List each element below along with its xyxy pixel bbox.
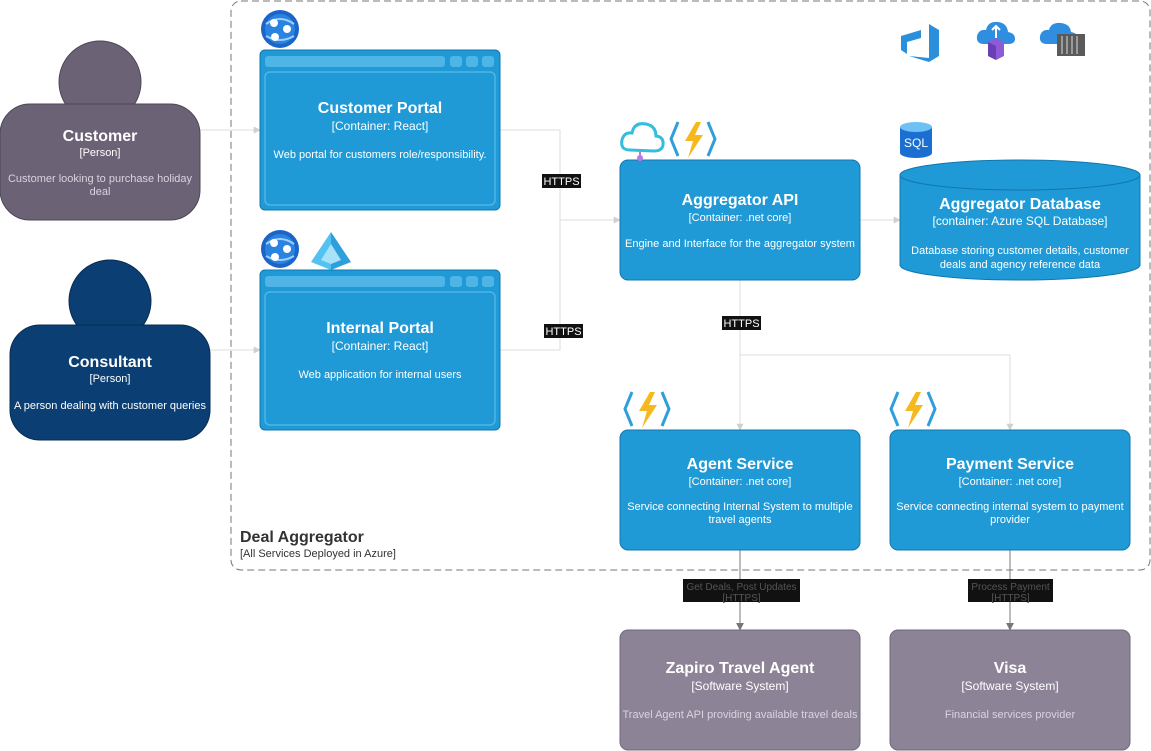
customer-portal-description: Web portal for customers role/responsibi… [274,149,487,161]
payment-service-type: [Container: .net core] [959,476,1062,488]
process-payment-label: Process Payment [HTTPS] [968,579,1053,604]
customer-name: Customer [63,128,138,145]
azure-devops-icon [901,24,939,62]
agent-service-description-line-1: Service connecting Internal System to mu… [627,501,853,513]
internal-portal-type: [Container: React] [332,339,429,353]
https-label-2: HTTPS [544,324,583,338]
visa-type: [Software System] [961,679,1058,693]
browser-button [450,276,462,287]
browser-address-bar [265,56,445,67]
function-app-icon [889,391,937,428]
get-deals-label-text: Get Deals, Post Updates [686,582,796,593]
aggregator-database-container[interactable]: Aggregator Database [container: Azure SQ… [899,159,1141,281]
zapiro-type: [Software System] [691,679,788,693]
internal-portal-description: Web application for internal users [298,369,462,381]
consultant-description: A person dealing with customer queries [14,400,206,412]
browser-button [466,56,478,67]
zapiro-name: Zapiro Travel Agent [666,660,815,677]
function-app-icon [669,121,717,158]
browser-viewport [264,291,496,426]
aggregator-database-name: Aggregator Database [939,196,1101,213]
customer-portal-name: Customer Portal [318,100,442,117]
internal-portal-name: Internal Portal [326,320,434,337]
web-app-icon [261,10,299,48]
payment-service-description-line-2: provider [990,514,1030,526]
consultant-type: [Person] [90,373,131,385]
customer-portal-container[interactable]: Customer Portal [Container: React] Web p… [259,49,501,211]
browser-button [450,56,462,67]
aggregator-database-description-line-2: deals and agency reference data [940,259,1101,271]
https-label-text: HTTPS [543,176,579,188]
customer-person[interactable]: Customer [Person] Customer looking to pu… [0,40,201,221]
aggregator-database-type: [container: Azure SQL Database] [933,214,1108,228]
customer-description-line-1: Customer looking to purchase holiday [8,173,193,185]
browser-button [466,276,478,287]
boundary-title: Deal Aggregator [240,529,364,546]
payment-service-name: Payment Service [946,456,1074,473]
boundary-subtitle: [All Services Deployed in Azure] [240,548,396,560]
azure-ad-icon [311,232,351,270]
aggregator-api-description: Engine and Interface for the aggregator … [625,238,855,250]
aggregator-api-type: [Container: .net core] [689,212,792,224]
aggregator-api-name: Aggregator API [682,192,799,209]
zapiro-travel-agent-system[interactable]: Zapiro Travel Agent [Software System] Tr… [619,629,861,751]
get-deals-label: Get Deals, Post Updates [HTTPS] [683,579,800,604]
container-instances-icon [1039,22,1085,56]
consultant-name: Consultant [68,354,152,371]
https-label-3: HTTPS [722,316,761,330]
zapiro-description: Travel Agent API providing available tra… [622,709,858,721]
function-app-icon [623,391,671,428]
browser-address-bar [265,276,445,287]
aggregator-database-description-line-1: Database storing customer details, custo… [911,245,1129,257]
browser-button [482,276,494,287]
aggregator-api-container[interactable]: Aggregator API [Container: .net core] En… [619,159,861,281]
browser-viewport [264,71,496,206]
agent-service-container[interactable]: Agent Service [Container: .net core] Ser… [619,429,861,551]
web-app-icon [261,230,299,268]
internal-portal-to-api-connector [500,220,561,351]
https-label-text: HTTPS [545,326,581,338]
connectors [200,126,1014,431]
https-label-1: HTTPS [542,174,581,188]
sql-database-icon: SQL [900,122,932,158]
payment-service-container[interactable]: Payment Service [Container: .net core] S… [889,429,1131,551]
get-deals-protocol-text: [HTTPS] [722,593,761,604]
customer-description-line-2: deal [90,186,111,198]
agent-service-description-line-2: travel agents [709,514,772,526]
api-to-payment-service-connector [740,354,1014,431]
browser-button [482,56,494,67]
customer-type: [Person] [80,147,121,159]
logic-app-icon [620,122,665,161]
process-payment-label-text: Process Payment [971,582,1050,593]
deal-aggregator-boundary: Deal Aggregator [All Services Deployed i… [230,0,1151,571]
process-payment-protocol-text: [HTTPS] [991,593,1030,604]
visa-name: Visa [994,660,1027,677]
visa-description: Financial services provider [945,709,1076,721]
internal-portal-container[interactable]: Internal Portal [Container: React] Web a… [259,269,501,431]
container-registry-icon [976,21,1015,60]
sql-icon-text: SQL [904,136,928,150]
customer-portal-type: [Container: React] [332,119,429,133]
agent-service-name: Agent Service [687,456,794,473]
payment-service-description-line-1: Service connecting internal system to pa… [896,501,1123,513]
consultant-person[interactable]: Consultant [Person] A person dealing wit… [9,259,211,441]
visa-system[interactable]: Visa [Software System] Financial service… [889,629,1131,751]
agent-service-type: [Container: .net core] [689,476,792,488]
https-label-text: HTTPS [723,318,759,330]
